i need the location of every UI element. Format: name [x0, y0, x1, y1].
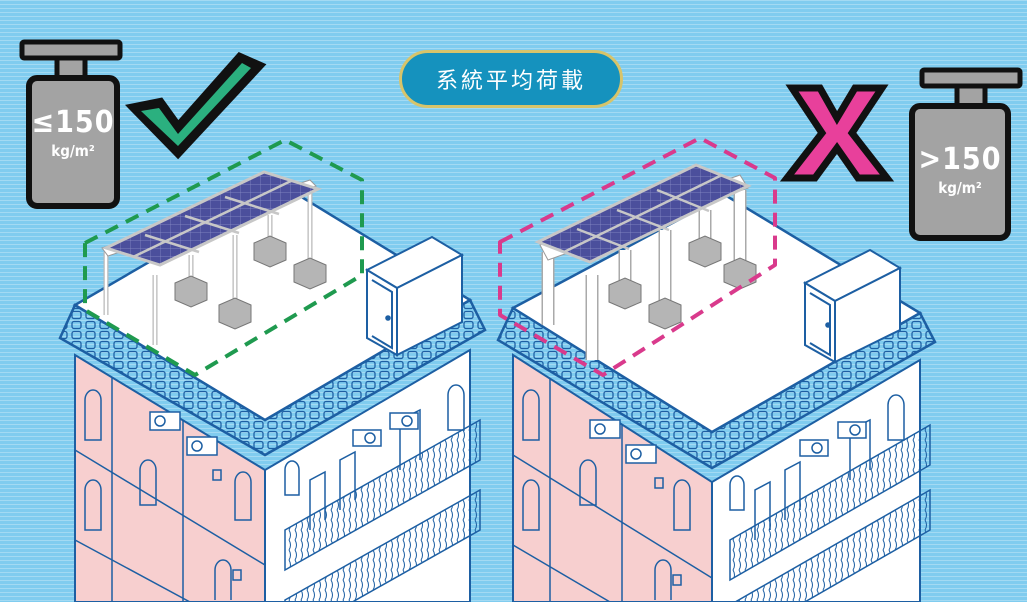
right-load-boundary [498, 136, 777, 377]
right-stairwell [802, 248, 903, 364]
right-weight-value: >150 [918, 142, 1002, 177]
check-icon [124, 51, 267, 160]
title-text: 系統平均荷載 [435, 69, 586, 94]
left-building [58, 138, 487, 602]
cross-icon [779, 84, 895, 182]
left-weight-value: ≤150 [31, 105, 115, 140]
left-solar-array [101, 170, 327, 345]
right-weight-label: >150 kg/m² [912, 142, 1008, 198]
left-stairwell [364, 235, 465, 357]
left-weight-icon [19, 39, 123, 209]
left-weight-unit: kg/m² [51, 142, 95, 160]
right-weight-icon [909, 67, 1023, 241]
right-building [496, 136, 937, 602]
right-weight-unit: kg/m² [938, 179, 982, 197]
right-solar-array [534, 163, 757, 360]
title-badge: 系統平均荷載 [399, 50, 623, 108]
left-weight-label: ≤150 kg/m² [29, 105, 117, 161]
